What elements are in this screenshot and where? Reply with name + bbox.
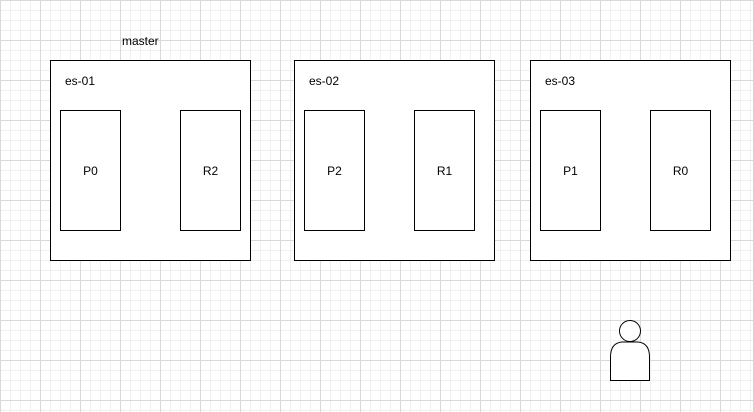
shard-r1: R1 (414, 110, 475, 231)
user-icon (610, 320, 650, 381)
master-label: master (122, 34, 159, 48)
shard-p1: P1 (540, 110, 601, 231)
node-es-03: es-03 P1 R0 (530, 60, 731, 261)
node-title: es-02 (309, 74, 340, 88)
shard-p2: P2 (304, 110, 365, 231)
shard-r0: R0 (650, 110, 711, 231)
node-es-02: es-02 P2 R1 (294, 60, 495, 261)
node-es-01: es-01 P0 R2 (50, 60, 251, 261)
node-title: es-01 (65, 74, 96, 88)
node-title: es-03 (545, 74, 576, 88)
shard-r2: R2 (180, 110, 241, 231)
shard-p0: P0 (60, 110, 121, 231)
